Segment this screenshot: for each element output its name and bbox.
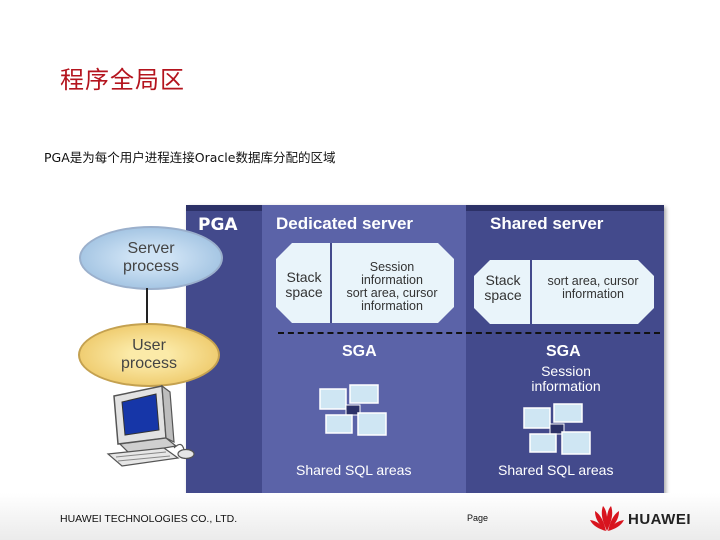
shared-memory-icon — [523, 403, 591, 455]
shared-panel-divider — [530, 260, 532, 324]
pga-label: PGA — [198, 215, 238, 235]
computer-icon — [106, 384, 195, 467]
sga-boundary-line — [278, 332, 660, 334]
user-process-node: User process — [78, 323, 220, 387]
footer-brand: HUAWEI — [628, 511, 691, 528]
shared-memory-icon — [319, 384, 387, 436]
shared-sort-area: sort area, cursor information — [547, 274, 639, 302]
dedicated-sga-label: SGA — [342, 343, 377, 360]
dedicated-server-heading: Dedicated server — [276, 214, 414, 233]
process-connector-line — [146, 288, 148, 324]
huawei-logo-icon — [590, 506, 624, 531]
shared-pga-memory-panel — [474, 260, 654, 324]
shared-sga-label: SGA — [546, 343, 581, 360]
dedicated-shared-sql-areas: Shared SQL areas — [296, 462, 412, 478]
shared-server-heading: Shared server — [490, 214, 604, 233]
footer-company: HUAWEI TECHNOLOGIES CO., LTD. — [60, 513, 238, 525]
dedicated-session-info: Session information sort area, cursor in… — [346, 260, 438, 314]
shared-stack-space: Stack space — [484, 272, 522, 303]
slide-title: 程序全局区 — [60, 66, 185, 94]
slide-subtitle: PGA是为每个用户进程连接Oracle数据库分配的区域 — [44, 150, 336, 165]
dedicated-pga-memory-panel — [276, 243, 454, 323]
shared-shared-sql-areas: Shared SQL areas — [498, 462, 614, 478]
dedicated-stack-space: Stack space — [285, 269, 323, 300]
shared-sga-session-info: Session information — [531, 363, 601, 394]
footer-page-label: Page — [467, 513, 489, 523]
server-process-node: Server process — [79, 226, 223, 290]
dedicated-panel-divider — [330, 243, 332, 323]
